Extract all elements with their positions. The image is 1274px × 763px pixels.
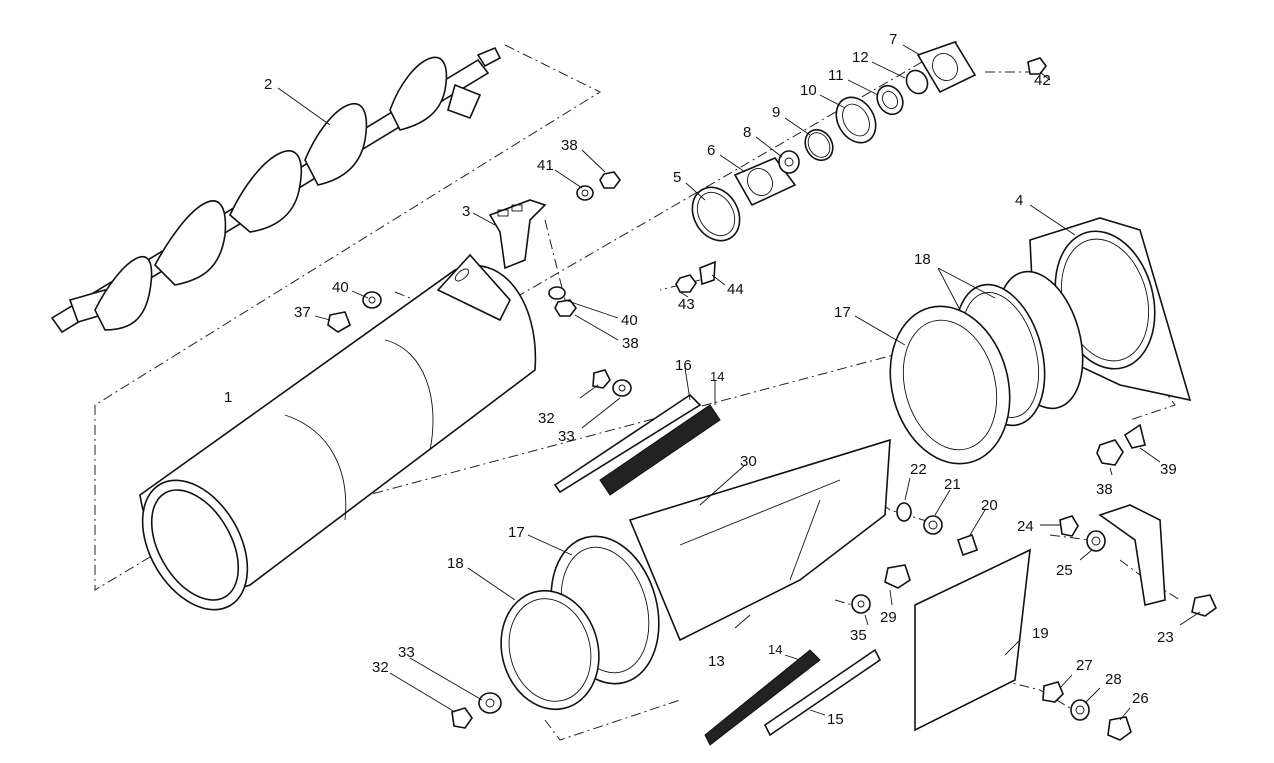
- label-41: 41: [537, 157, 554, 174]
- label-1: 1: [224, 389, 232, 406]
- label-38a: 38: [561, 137, 578, 154]
- right-flange-assembly: [889, 217, 1192, 465]
- label-29: 29: [880, 609, 897, 626]
- label-35: 35: [850, 627, 867, 644]
- label-19: 19: [1032, 625, 1049, 642]
- label-30: 30: [740, 453, 757, 470]
- label-17b: 17: [508, 524, 525, 541]
- label-14a: 14: [710, 369, 724, 384]
- label-24: 24: [1017, 518, 1034, 535]
- label-14b: 14: [768, 642, 782, 657]
- label-12: 12: [852, 49, 869, 66]
- label-26: 26: [1132, 690, 1149, 707]
- label-37: 37: [294, 304, 311, 321]
- label-43: 43: [678, 296, 695, 313]
- label-38b: 38: [622, 335, 639, 352]
- label-8: 8: [743, 124, 751, 141]
- label-44: 44: [727, 281, 744, 298]
- label-21: 21: [944, 476, 961, 493]
- bracket-part: [488, 199, 547, 270]
- label-18b: 18: [447, 555, 464, 572]
- label-18a: 18: [914, 251, 931, 268]
- label-42: 42: [1034, 72, 1051, 89]
- label-22: 22: [910, 461, 927, 478]
- label-7: 7: [889, 31, 897, 48]
- bearing-stack: [691, 41, 977, 242]
- label-27: 27: [1076, 657, 1093, 674]
- label-16: 16: [675, 357, 692, 374]
- label-20: 20: [981, 497, 998, 514]
- label-39: 39: [1160, 461, 1177, 478]
- label-17a: 17: [834, 304, 851, 321]
- label-32b: 32: [372, 659, 389, 676]
- label-9: 9: [772, 104, 780, 121]
- label-11: 11: [828, 67, 844, 84]
- label-40a: 40: [332, 279, 349, 296]
- label-15: 15: [827, 711, 844, 728]
- label-4: 4: [1015, 192, 1023, 209]
- plates-and-brackets: [553, 393, 1166, 746]
- label-5: 5: [673, 169, 681, 186]
- label-6: 6: [707, 142, 715, 159]
- label-32a: 32: [538, 410, 555, 427]
- spout-part: [500, 438, 891, 711]
- label-33a: 33: [558, 428, 575, 445]
- callout-labels: 2 1 3 38 41 40 37 40 38 5 6 8 9 10 11 12…: [224, 31, 1201, 728]
- auger-part: [50, 46, 502, 334]
- tube-part: [139, 253, 537, 611]
- label-2: 2: [264, 76, 272, 93]
- label-40b: 40: [621, 312, 638, 329]
- label-23: 23: [1157, 629, 1174, 646]
- label-28: 28: [1105, 671, 1122, 688]
- label-3: 3: [462, 203, 470, 220]
- label-13: 13: [708, 653, 725, 670]
- label-25: 25: [1056, 562, 1073, 579]
- label-38c: 38: [1096, 481, 1113, 498]
- label-10: 10: [800, 82, 817, 99]
- label-33b: 33: [398, 644, 415, 661]
